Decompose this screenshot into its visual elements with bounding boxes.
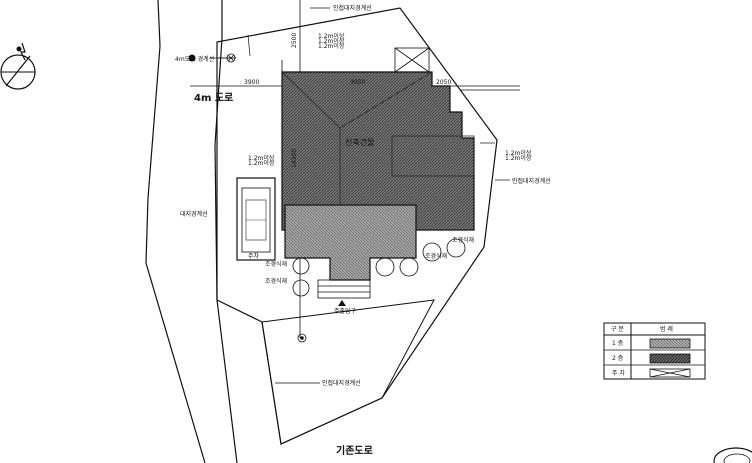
dimension-top-mid: 3050 — [350, 79, 365, 86]
legend-row-1: 1 층 — [612, 339, 624, 347]
road-label-bottom: 기존도로 — [336, 444, 373, 457]
road-lines — [145, 0, 238, 463]
annotation-top-stack-1: 1.2m이상 — [318, 32, 345, 40]
legend-row-2: 2 층 — [612, 354, 624, 362]
legend-header-legend: 범 례 — [660, 325, 673, 333]
legend-table: 구 분 범 례 1 층 2 층 주 차 — [603, 322, 706, 380]
annotation-left-stack-2: 1.2m이상 — [248, 159, 275, 167]
annotation-bottom-tree-1: 조경식재 — [452, 236, 474, 244]
annotation-entrance: 주출입구 — [334, 307, 357, 315]
annotation-left-tree-2: 조경식재 — [265, 277, 287, 285]
dimension-top-right: 2050 — [436, 79, 451, 86]
landscape-trees — [292, 238, 466, 297]
legend-swatch-2 — [649, 353, 691, 364]
entrance-stairs — [317, 279, 371, 299]
road-label-left: 4m 도로 — [194, 92, 233, 104]
roof-lines — [281, 71, 475, 205]
annotation-top-boundary: 인접대지경계선 — [333, 4, 372, 12]
annotation-bottom-tree-2: 조경식재 — [425, 252, 447, 260]
parking-space — [236, 177, 276, 261]
annotation-left-tree-1: 조경식재 — [265, 260, 287, 268]
building-lower-floor — [284, 204, 417, 281]
annotation-right-stack-2: 1.2m이상 — [505, 154, 532, 162]
building-label: 신축건물 — [345, 137, 374, 147]
annotation-left-stack-1: 1.2m이상 — [248, 154, 275, 162]
annotation-bottom-boundary: 인접대지경계선 — [322, 379, 361, 387]
annotation-right-boundary: 인접대지경계선 — [512, 177, 551, 185]
annotation-top-stack-2: 1.2m이상 — [318, 37, 345, 45]
entrance-marker — [338, 300, 346, 306]
legend-row-3: 주 차 — [612, 369, 625, 377]
annotation-left-boundary: 대지경계선 — [180, 210, 208, 218]
annotation-top-stack-3: 1.2m이상 — [318, 42, 345, 50]
dimension-vertical-mid: 14300 — [291, 149, 298, 168]
dimension-vertical-top: 2500 — [291, 33, 298, 48]
utility-markers — [188, 53, 307, 343]
legend-swatch-1 — [649, 338, 691, 349]
canopy — [394, 47, 430, 73]
legend-header-category: 구 분 — [611, 326, 624, 333]
annotation-parking: 주차 — [248, 252, 260, 260]
north-arrow-icon — [0, 42, 36, 90]
bottom-plot — [261, 299, 435, 445]
annotation-right-stack-1: 1.2m이상 — [505, 149, 532, 157]
dimension-top-left: 3900 — [244, 79, 259, 86]
seal-icon — [713, 447, 752, 463]
annotation-left-top: 4m도로 경계선 — [175, 55, 214, 63]
